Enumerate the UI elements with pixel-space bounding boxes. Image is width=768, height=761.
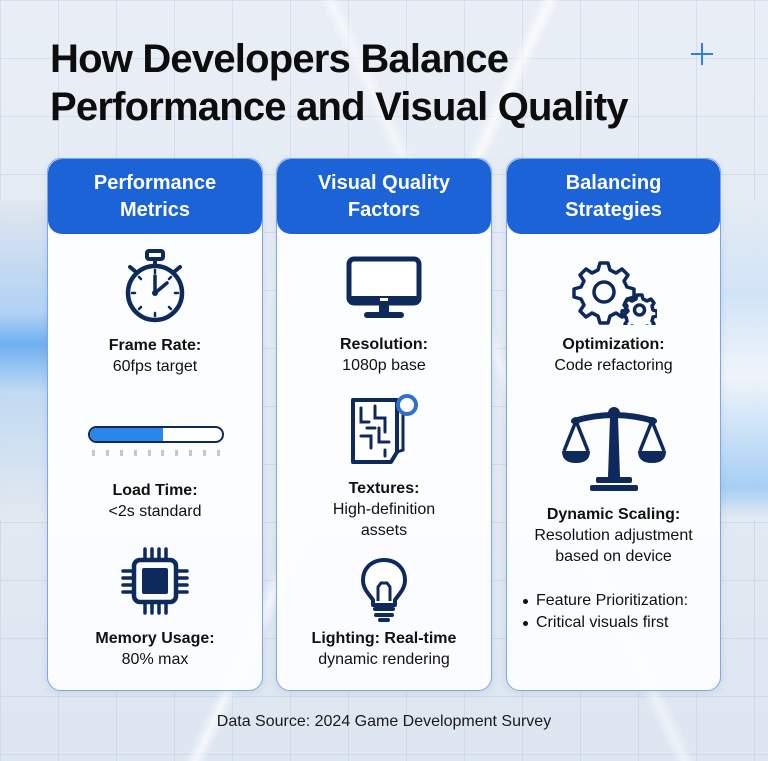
monitor-icon (346, 256, 422, 318)
factor-label: Resolution: (340, 336, 428, 353)
factor-value: 1080p base (342, 357, 426, 374)
lightbulb-icon (361, 558, 407, 622)
strategy-label: Optimization: (562, 336, 665, 353)
metric-load-time: Load Time: <2s standard (48, 480, 262, 522)
stopwatch-icon (125, 249, 185, 323)
title-line-2: Performance and Visual Quality (50, 85, 629, 129)
factor-textures: Textures: High-definition assets (277, 478, 491, 541)
background-corridor-left (0, 200, 48, 520)
bullet-text: Critical visuals first (536, 614, 669, 631)
texture-icon (351, 394, 418, 464)
factor-label: Textures: (348, 480, 420, 497)
card-header-line-2: Strategies (565, 198, 662, 221)
metric-frame-rate: Frame Rate: 60fps target (48, 335, 262, 377)
scales-icon (561, 407, 666, 491)
card-header: Balancing Strategies (507, 159, 720, 234)
bullet-icon (523, 621, 528, 626)
metric-label: Memory Usage: (95, 630, 215, 647)
factor-lighting: Lighting: Real-time dynamic rendering (277, 628, 491, 670)
progress-ticks (88, 450, 224, 456)
metric-value: 60fps target (112, 358, 198, 375)
metric-value: 80% max (121, 651, 189, 668)
strategy-value: Code refactoring (554, 357, 673, 374)
bullet-icon (523, 599, 528, 604)
card-header-line-2: Metrics (119, 198, 191, 221)
strategy-label: Dynamic Scaling: (546, 506, 681, 523)
strategy-dynamic-scaling: Dynamic Scaling: Resolution adjustment b… (507, 504, 720, 567)
factor-label: Lighting: Real-time (311, 630, 457, 647)
card-header: Visual Quality Factors (277, 159, 491, 234)
card-balancing-strategies: Balancing Strategies Optimization: Code … (506, 158, 721, 691)
bullet-text: Feature Prioritization: (536, 592, 689, 609)
factor-value-line-1: High-definition (332, 501, 436, 518)
card-visual-quality-factors: Visual Quality Factors Resolution: 1080p… (276, 158, 492, 691)
card-header-line-2: Factors (347, 198, 421, 221)
card-header-line-1: Visual Quality (318, 171, 450, 194)
title-line-1: How Developers Balance (50, 37, 509, 81)
plus-icon (689, 41, 715, 67)
background-corridor-right (720, 200, 768, 520)
factor-resolution: Resolution: 1080p base (277, 334, 491, 376)
bullet-item: Critical visuals first (523, 612, 712, 634)
progress-bar-icon (88, 426, 224, 443)
strategy-bullet-list: Feature Prioritization: Critical visuals… (523, 590, 712, 634)
metric-value: <2s standard (108, 503, 202, 520)
strategy-value-line-2: based on device (555, 548, 672, 565)
bullet-item: Feature Prioritization: (523, 590, 712, 612)
factor-value: dynamic rendering (318, 651, 450, 668)
factor-value-line-2: assets (360, 522, 408, 539)
strategy-optimization: Optimization: Code refactoring (507, 334, 720, 376)
card-performance-metrics: Performance Metrics Frame Rate: 60fps ta… (47, 158, 263, 691)
metric-label: Load Time: (112, 482, 198, 499)
page-title: How Developers Balance Performance and V… (50, 35, 730, 131)
card-header-line-1: Balancing (565, 171, 662, 194)
card-header-line-1: Performance (93, 171, 217, 194)
data-source-caption: Data Source: 2024 Game Development Surve… (216, 713, 552, 730)
gears-icon (571, 261, 657, 325)
metric-memory-usage: Memory Usage: 80% max (48, 628, 262, 670)
metric-label: Frame Rate: (108, 337, 202, 354)
strategy-value-line-1: Resolution adjustment (534, 527, 693, 544)
card-header: Performance Metrics (48, 159, 262, 234)
cpu-chip-icon (121, 547, 189, 615)
progress-fill (90, 428, 163, 441)
